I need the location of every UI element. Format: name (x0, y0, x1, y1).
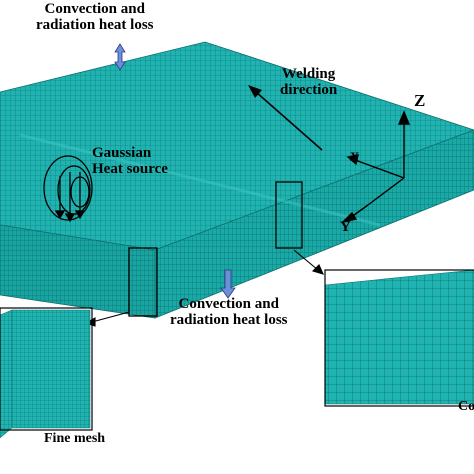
bottom-heat-loss-line-1: Convection and (178, 296, 279, 312)
weld-line (19, 133, 381, 227)
bottom-heat-loss-label: Convection and radiation heat loss (170, 296, 288, 329)
axis-x-label: X (350, 149, 360, 164)
coarse-mesh-label: Co (458, 399, 474, 414)
coarse-mesh-region-box (275, 181, 303, 249)
axis-y-label: Y (340, 219, 351, 235)
fine-mesh-zoom-panel (0, 307, 93, 439)
plate-model (0, 41, 474, 319)
welding-direction-label: Welding direction (280, 66, 338, 99)
welding-direction-line-2: direction (280, 81, 338, 98)
axis-z-label: Z (414, 91, 426, 110)
callout-lines (84, 249, 324, 327)
gaussian-heat-source-icon (43, 155, 93, 223)
heat-source-line-1: Gaussian (92, 145, 152, 161)
bottom-heat-loss-arrow-icon (220, 269, 236, 299)
welding-direction-arrow-icon (248, 85, 323, 151)
top-heat-loss-line-2: radiation heat loss (36, 16, 154, 33)
heat-source-label: Gaussian Heat source (92, 145, 168, 178)
fine-mesh-region-box (128, 247, 158, 317)
top-heat-loss-label: Convection and radiation heat loss (36, 1, 154, 34)
top-heat-loss-line-1: Convection and (44, 1, 145, 17)
fine-mesh-label: Fine mesh (44, 431, 106, 446)
heat-source-line-2: Heat source (92, 160, 168, 177)
plate-front-face (0, 224, 156, 319)
bottom-heat-loss-line-2: radiation heat loss (170, 311, 288, 328)
welding-direction-line-1: Welding (281, 66, 336, 82)
coarse-mesh-zoom-panel (324, 269, 474, 407)
top-heat-loss-arrow-icon (114, 43, 126, 71)
coordinate-axes-icon (340, 110, 411, 224)
